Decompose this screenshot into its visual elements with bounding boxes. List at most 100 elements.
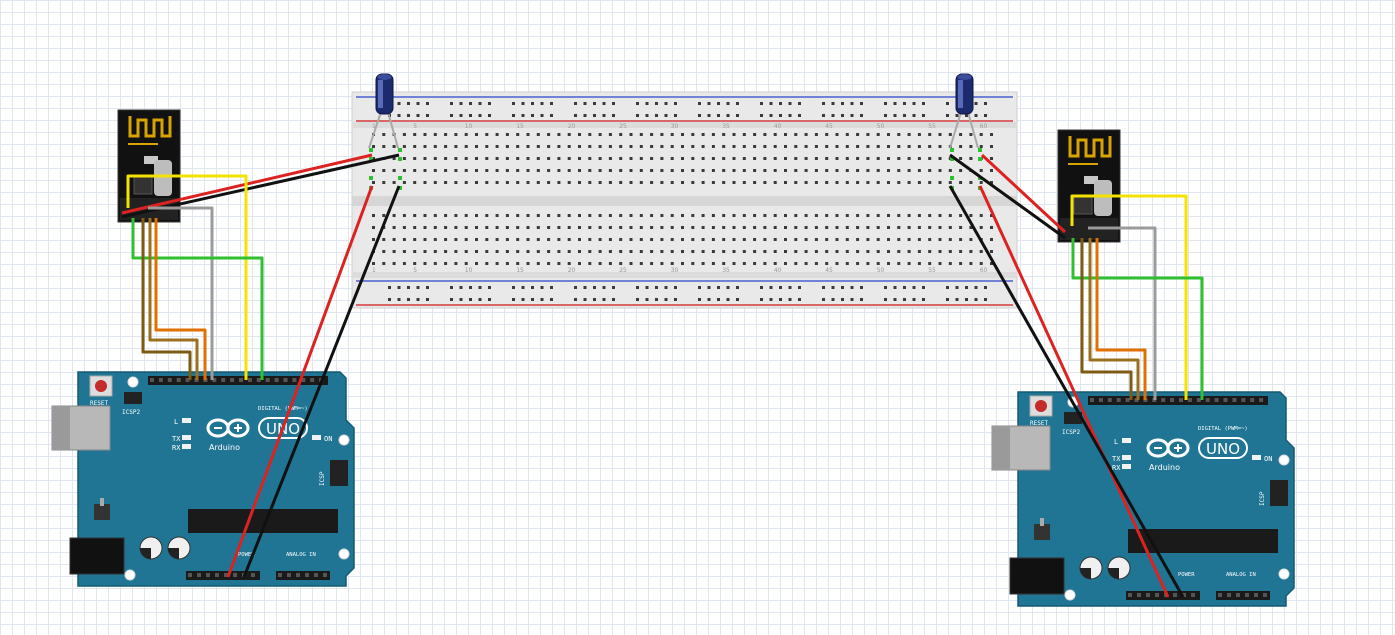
terminal-hole	[372, 157, 375, 160]
terminal-hole	[629, 262, 633, 265]
terminal-hole	[392, 250, 396, 253]
header-pin	[296, 573, 300, 577]
terminal-hole	[948, 238, 952, 241]
terminal-hole	[969, 250, 973, 253]
terminal-hole	[547, 157, 551, 160]
terminal-hole	[691, 226, 695, 229]
terminal-hole	[948, 226, 952, 229]
terminal-hole	[444, 214, 448, 217]
rail-hole	[521, 114, 525, 117]
column-number: 10	[465, 123, 473, 130]
terminal-hole	[866, 145, 870, 148]
terminal-hole	[979, 250, 983, 253]
terminal-hole	[753, 262, 757, 265]
terminal-hole	[742, 133, 746, 136]
terminal-hole	[547, 226, 551, 229]
terminal-hole	[835, 133, 839, 136]
terminal-hole	[917, 169, 921, 172]
column-number: 45	[825, 267, 833, 274]
terminal-hole	[969, 226, 973, 229]
rail-hole	[798, 114, 801, 117]
rail-hole	[912, 286, 916, 289]
rail-hole	[698, 102, 701, 105]
terminal-hole	[670, 169, 674, 172]
terminal-hole	[825, 181, 829, 184]
terminal-hole	[454, 214, 458, 217]
breadboard: 1155101015152020252530303535404045455050…	[351, 91, 1018, 309]
terminal-hole	[784, 157, 787, 160]
rail-hole	[707, 286, 711, 289]
terminal-hole	[557, 181, 561, 184]
terminal-hole	[979, 226, 983, 229]
rail-hole	[707, 114, 711, 117]
terminal-hole	[825, 250, 829, 253]
terminal-hole	[866, 157, 870, 160]
terminal-hole	[578, 145, 581, 148]
terminal-hole	[433, 214, 437, 217]
terminal-hole	[547, 133, 551, 136]
terminal-hole	[670, 250, 674, 253]
terminal-hole	[825, 133, 829, 136]
terminal-hole	[876, 157, 880, 160]
terminal-hole	[495, 250, 499, 253]
terminal-hole	[856, 250, 860, 253]
mounting-hole	[338, 548, 350, 560]
terminal-hole	[979, 145, 983, 148]
terminal-hole	[928, 181, 932, 184]
terminal-hole	[876, 214, 880, 217]
power-label: POWER	[238, 552, 255, 558]
column-number: 5	[413, 123, 417, 130]
terminal-hole	[495, 181, 499, 184]
terminal-hole	[856, 238, 860, 241]
terminal-hole	[763, 226, 767, 229]
terminal-hole	[578, 226, 581, 229]
rail-hole	[860, 102, 863, 105]
wire-brown-right	[1088, 238, 1140, 400]
regulator-tab	[100, 498, 104, 506]
wire-dark-brown-right	[1080, 238, 1133, 400]
terminal-hole	[619, 157, 623, 160]
terminal-hole	[938, 133, 942, 136]
terminal-hole	[784, 238, 787, 241]
terminal-hole	[639, 181, 643, 184]
terminal-hole	[722, 262, 726, 265]
terminal-hole	[938, 226, 942, 229]
terminal-hole	[732, 238, 736, 241]
tx-label: TX	[172, 435, 181, 443]
rail-hole	[574, 102, 577, 105]
capacitor-stripe	[378, 80, 383, 108]
terminal-hole	[959, 133, 963, 136]
terminal-hole	[485, 157, 489, 160]
terminal-hole	[526, 169, 530, 172]
connected-hole	[978, 157, 982, 161]
led-l	[1122, 438, 1131, 443]
wire-red-breadboard-to-arduino	[226, 185, 374, 578]
digital-label: DIGITAL (PWM=~)	[258, 406, 308, 412]
nrf24-module-right	[1057, 129, 1121, 243]
rail-hole	[893, 286, 897, 289]
terminal-hole	[897, 181, 901, 184]
terminal-hole	[948, 181, 952, 184]
terminal-hole	[753, 238, 757, 241]
terminal-hole	[969, 238, 973, 241]
terminal-hole	[650, 181, 654, 184]
rail-hole	[426, 298, 429, 301]
header-pin	[176, 378, 181, 382]
crystal-oscillator	[154, 160, 172, 196]
terminal-hole	[526, 181, 530, 184]
crystal	[144, 156, 158, 164]
terminal-hole	[578, 262, 581, 265]
rail-hole	[531, 102, 534, 105]
terminal-hole	[681, 250, 684, 253]
terminal-hole	[413, 262, 417, 265]
terminal-hole	[650, 226, 654, 229]
terminal-hole	[876, 238, 880, 241]
terminal-hole	[804, 238, 808, 241]
terminal-hole	[392, 214, 396, 217]
terminal-hole	[547, 214, 551, 217]
rail-hole	[583, 102, 587, 105]
terminal-hole	[959, 181, 963, 184]
rail-hole	[736, 286, 739, 289]
terminal-hole	[608, 145, 612, 148]
